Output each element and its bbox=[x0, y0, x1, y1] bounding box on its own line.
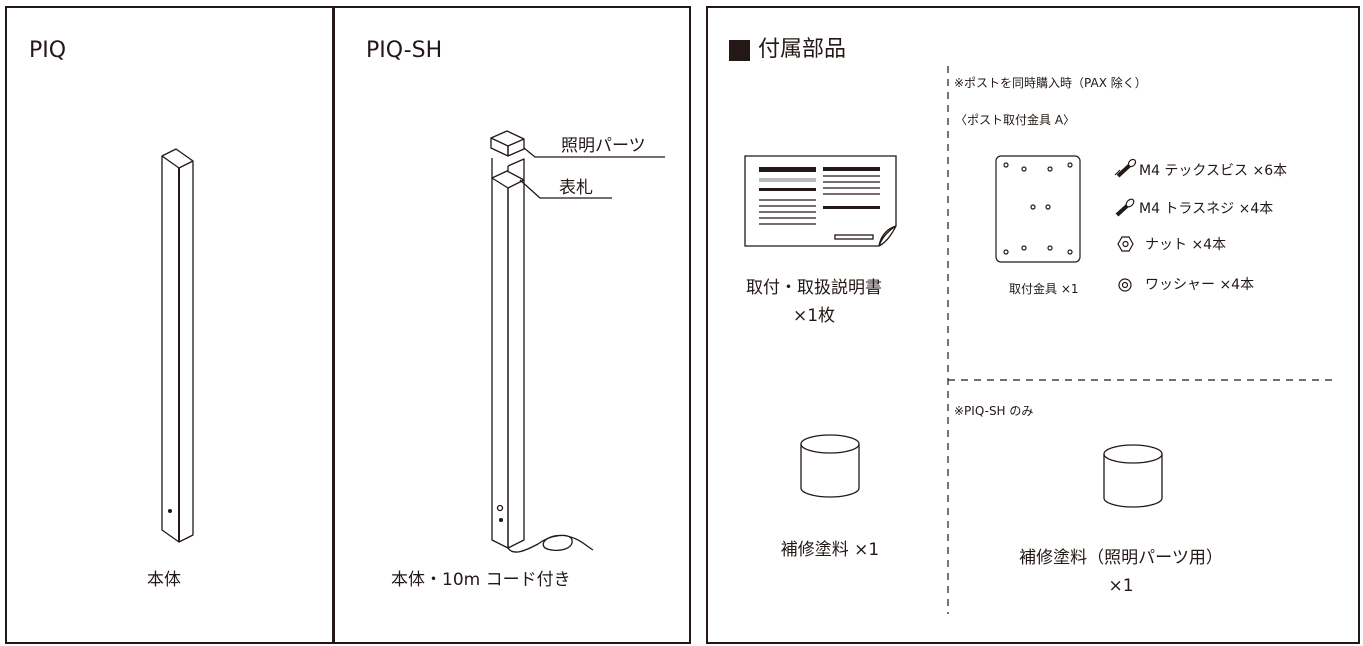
nut-label: ナット ×4本 bbox=[1145, 237, 1227, 253]
light-paint-caption-line2: ×1 bbox=[1108, 576, 1134, 596]
post-purchase-note: ※ポストを同時購入時（PAX 除く） bbox=[954, 76, 1147, 90]
manual-icon bbox=[744, 155, 897, 247]
piq-sh-title: PIQ-SH bbox=[366, 38, 443, 63]
mounting-bracket-icon bbox=[995, 155, 1081, 263]
manual-caption-line2: ×1枚 bbox=[792, 306, 836, 326]
tek-screw-label: M4 テックスビス ×6本 bbox=[1139, 163, 1288, 179]
washer-icon bbox=[1118, 278, 1132, 292]
accessories-heading: 付属部品 bbox=[758, 37, 847, 62]
nameplate-label: 表札 bbox=[559, 178, 593, 198]
bracket-caption: 取付金具 ×1 bbox=[1009, 282, 1079, 296]
post-body-illustration bbox=[161, 148, 194, 543]
post-with-light-illustration bbox=[490, 130, 665, 553]
section-dividers bbox=[947, 66, 1338, 614]
piq-caption: 本体 bbox=[147, 570, 181, 590]
truss-screw-icon bbox=[1115, 198, 1135, 217]
paint-caption: 補修塗料 ×1 bbox=[780, 540, 880, 560]
piq-sh-caption: 本体・10m コード付き bbox=[391, 570, 571, 590]
washer-label: ワッシャー ×4本 bbox=[1145, 277, 1255, 293]
piq-sh-only-note: ※PIQ-SH のみ bbox=[954, 404, 1034, 418]
accessories-panel: 付属部品 取付・取扱説明書 ×1枚 ※ポ bbox=[706, 6, 1360, 644]
heading-square bbox=[729, 40, 750, 61]
light-part-label: 照明パーツ bbox=[561, 136, 646, 156]
tek-screw-icon bbox=[1114, 158, 1137, 178]
nut-icon bbox=[1117, 236, 1134, 252]
piq-sh-panel: PIQ-SH 照明パーツ 表札 本体・10m コード付き bbox=[333, 6, 691, 644]
touch-up-paint-icon bbox=[800, 434, 860, 498]
truss-screw-label: M4 トラスネジ ×4本 bbox=[1139, 201, 1274, 217]
piq-title: PIQ bbox=[29, 38, 67, 63]
piq-panel: PIQ 本体 bbox=[5, 6, 334, 644]
manual-caption-line1: 取付・取扱説明書 bbox=[746, 278, 882, 298]
bracket-group-label: 〈ポスト取付金具 A〉 bbox=[955, 113, 1076, 127]
light-paint-icon bbox=[1103, 444, 1163, 508]
light-paint-caption-line1: 補修塗料（照明パーツ用） bbox=[1019, 548, 1223, 568]
